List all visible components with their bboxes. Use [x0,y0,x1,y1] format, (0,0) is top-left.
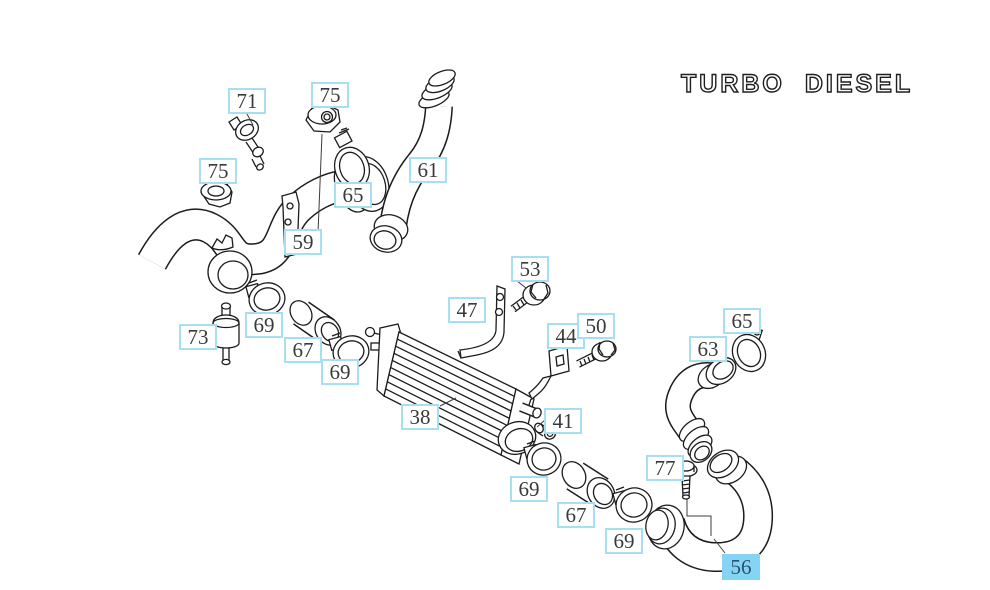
part-47-bracket [457,285,506,359]
part-65-clamp-right [731,325,767,373]
part-73-damper [212,302,240,366]
turbo-diesel-badge: TURBO DIESEL [680,69,914,98]
part-69-clamp-4 [612,486,653,523]
part-label-65[interactable]: 65 [723,308,761,334]
leader-lines [246,113,726,554]
part-label-53[interactable]: 53 [511,256,549,282]
part-67-sleeve-2 [561,461,616,509]
part-75-nut-top [305,103,341,133]
part-50-bolt [576,340,617,368]
part-44-bracket [528,345,570,406]
part-53-bolt [510,281,551,313]
part-label-59[interactable]: 59 [284,229,322,255]
part-label-69[interactable]: 69 [510,476,548,502]
part-56-charge-air-pipe [645,449,774,572]
part-67-sleeve-1 [289,300,342,346]
part-label-67[interactable]: 67 [557,502,595,528]
part-75-nut-left [200,180,233,208]
part-label-67[interactable]: 67 [284,337,322,363]
part-label-61[interactable]: 61 [409,157,447,183]
part-label-77[interactable]: 77 [646,455,684,481]
part-label-75[interactable]: 75 [311,82,349,108]
part-71-sensor [228,116,265,171]
part-label-56-selected[interactable]: 56 [722,554,760,580]
part-label-75[interactable]: 75 [199,158,237,184]
part-label-69[interactable]: 69 [245,312,283,338]
part-label-47[interactable]: 47 [448,297,486,323]
part-label-69[interactable]: 69 [321,359,359,385]
part-label-71[interactable]: 71 [228,88,266,114]
part-69-clamp-3 [523,440,562,476]
part-label-73[interactable]: 73 [179,324,217,350]
part-label-41[interactable]: 41 [544,408,582,434]
part-38-intercooler [364,323,542,465]
part-label-44[interactable]: 44 [547,323,585,349]
part-63-hose [664,356,737,463]
part-69-clamp-1 [245,279,286,316]
part-label-69[interactable]: 69 [605,528,643,554]
part-label-65[interactable]: 65 [334,182,372,208]
part-label-38[interactable]: 38 [401,404,439,430]
part-label-63[interactable]: 63 [689,336,727,362]
part-label-50[interactable]: 50 [577,313,615,339]
